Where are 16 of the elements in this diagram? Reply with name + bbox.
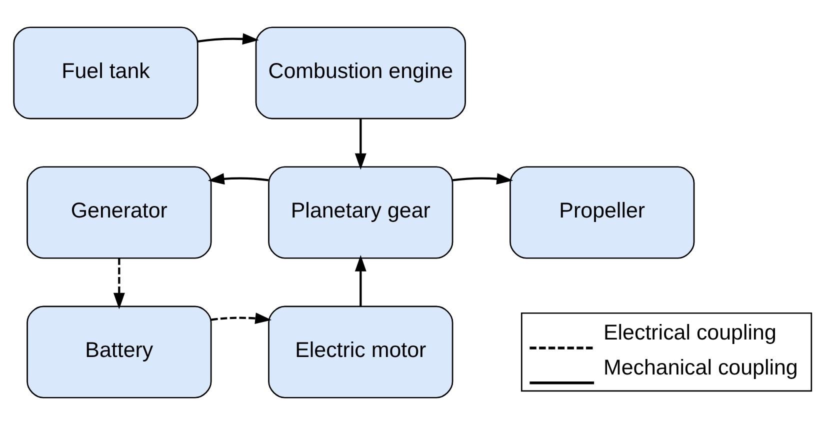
arrow [452, 173, 514, 185]
arrow [113, 258, 125, 310]
arrow [198, 33, 259, 45]
node-box: Electric motor [268, 306, 454, 398]
node-box: Generator [26, 166, 212, 259]
node-box: Planetary gear [268, 166, 454, 259]
node-box: Propeller [510, 166, 695, 259]
node-box: Fuel tank [13, 26, 198, 120]
legend-label: Mechanical coupling [603, 356, 798, 380]
arrow [211, 312, 272, 324]
legend-label: Electrical coupling [603, 320, 776, 345]
arrow [208, 173, 268, 185]
node-box: Battery [26, 306, 212, 398]
node-box: Combustion engine [255, 26, 466, 120]
arrow [354, 255, 366, 306]
arrow [354, 118, 366, 170]
